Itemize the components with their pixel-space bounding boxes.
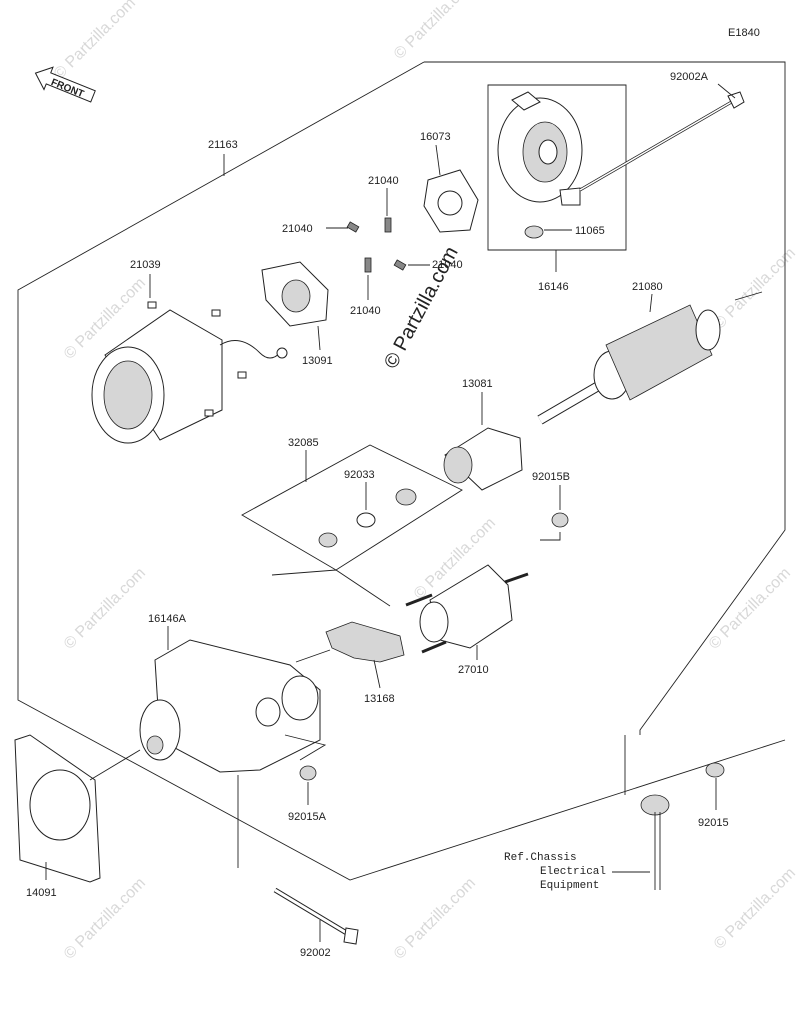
front-housing-16146A	[139, 639, 321, 773]
watermark: © Partzilla.com	[61, 875, 149, 963]
yoke-21039	[91, 301, 288, 444]
cover-plate-14091	[14, 734, 101, 883]
part-label-92002: 92002	[300, 947, 331, 959]
arrow-21080	[734, 291, 763, 301]
part-label-27010: 27010	[458, 664, 489, 676]
watermark: © Partzilla.com	[61, 565, 149, 653]
nut-11065	[524, 225, 544, 239]
brush-plate-16073	[423, 169, 479, 233]
watermark: © Partzilla.com	[711, 245, 799, 333]
part-label-13168: 13168	[364, 693, 395, 705]
part-label-92002A: 92002A	[670, 71, 709, 83]
box-92015A	[284, 734, 327, 761]
armature-21080	[537, 304, 721, 425]
leader-14091-cover	[89, 749, 141, 781]
solenoid-27010	[405, 564, 529, 654]
circlip-92033	[356, 512, 376, 528]
leader-92002A	[717, 83, 736, 99]
battery-cable-terminal	[640, 794, 670, 890]
pinion-gear-13081	[443, 427, 523, 491]
part-label-92033: 92033	[344, 469, 375, 481]
part-label-14091: 14091	[26, 887, 57, 899]
part-label-21040-right: 21040	[432, 259, 463, 271]
part-label-16146: 16146	[538, 281, 569, 293]
brush-holder-13091	[261, 261, 329, 327]
part-label-92015: 92015	[698, 817, 729, 829]
end-cover-16146	[497, 91, 583, 206]
reference-line1: Ref.Chassis	[504, 852, 577, 864]
part-label-21040-top: 21040	[368, 175, 399, 187]
watermark: © Partzilla.com	[51, 0, 139, 83]
part-label-92015B: 92015B	[532, 471, 570, 483]
part-label-21040-left: 21040	[282, 223, 313, 235]
part-label-92015A: 92015A	[288, 811, 327, 823]
box-32085	[241, 444, 463, 571]
part-label-21039: 21039	[130, 259, 161, 271]
watermark: © Partzilla.com	[711, 865, 799, 953]
reference-line3: Equipment	[540, 880, 599, 892]
part-label-21080: 21080	[632, 281, 663, 293]
part-label-21040-bottom: 21040	[350, 305, 381, 317]
box-solenoid-right	[540, 532, 561, 541]
leader-13168	[373, 659, 381, 689]
part-label-16073: 16073	[420, 131, 451, 143]
box-solenoid	[271, 569, 391, 607]
watermark: © Partzilla.com	[391, 0, 479, 63]
part-label-21163: 21163	[208, 139, 238, 151]
stop-collar	[395, 488, 417, 506]
assembly-outline-21163	[424, 61, 786, 735]
leader-13091	[317, 325, 321, 351]
washer	[318, 532, 338, 548]
watermark-center: © Partzilla.com	[380, 243, 463, 372]
leader-21080	[649, 293, 653, 313]
part-label-13081: 13081	[462, 378, 493, 390]
assembly-outline-left	[17, 61, 786, 881]
shift-lever-13168	[325, 621, 405, 663]
nut-92015	[705, 762, 725, 778]
watermark-layer: © Partzilla.com © Partzilla.com © Partzi…	[51, 0, 799, 963]
leader-housing-pinion	[295, 649, 331, 663]
reference-line2: Electrical	[540, 866, 606, 878]
mounting-bolt-92002	[273, 887, 359, 945]
through-bolt-92002A	[579, 91, 745, 192]
part-label-32085: 32085	[288, 437, 319, 449]
brush-springs-21040	[346, 217, 407, 273]
leader-16073	[435, 144, 441, 176]
nut-92015A	[299, 765, 317, 781]
box-16146	[487, 84, 627, 251]
part-label-16146A: 16146A	[148, 613, 187, 625]
part-label-13091: 13091	[302, 355, 333, 367]
part-label-11065: 11065	[575, 225, 605, 237]
diagram-code: E1840	[728, 27, 760, 39]
nut-92015B	[551, 512, 569, 528]
watermark: © Partzilla.com	[391, 875, 479, 963]
